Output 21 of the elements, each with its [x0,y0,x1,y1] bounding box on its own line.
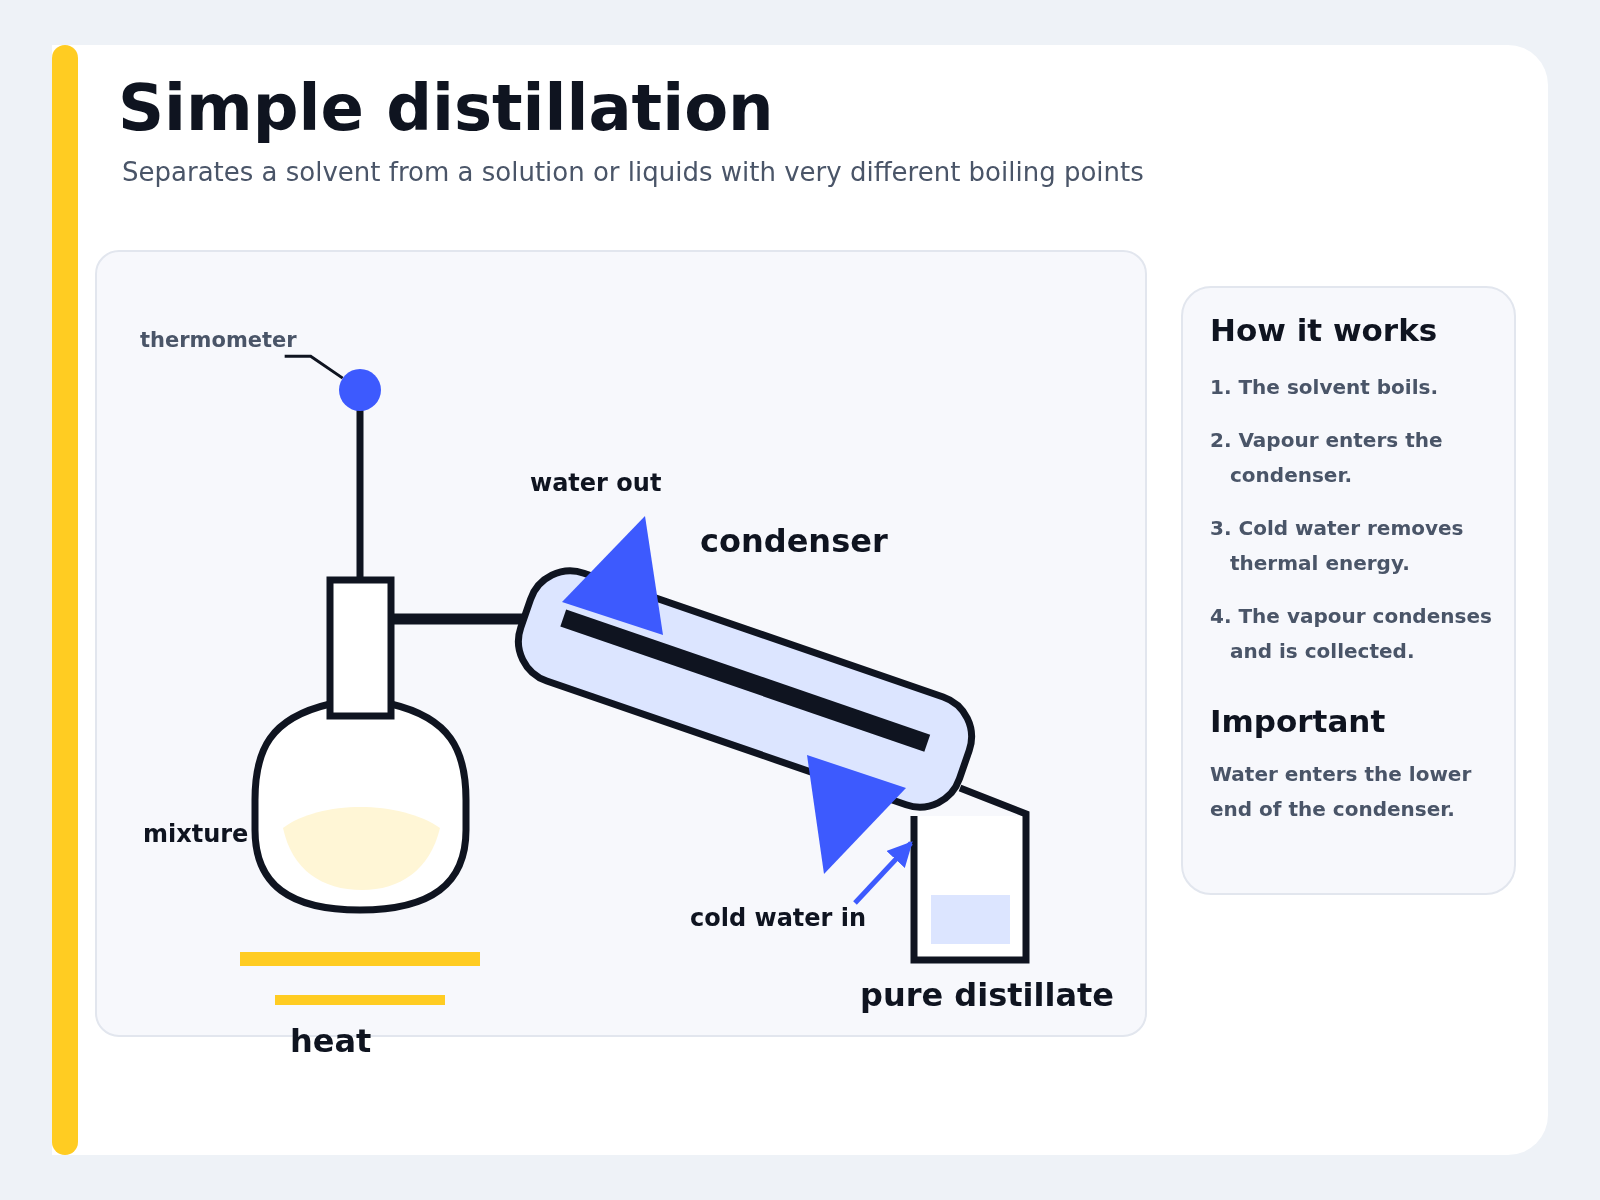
thermometer-label: thermometer [140,328,297,353]
title: Simple distillation [118,72,774,146]
part-label: pure distillate [860,977,1115,1014]
subtitle: Separates a solvent from a solution or liquids with very different boiling points [122,158,1144,188]
part-label: mixture [143,821,249,849]
note-text: Water enters the lower end of the condenser. [1210,761,1473,823]
list-item: 4. The vapour condenses and is collected. [1210,603,1493,665]
heading: How it works [1210,312,1439,348]
list-item: 3. Cold water removes thermal energy. [1210,515,1465,577]
heading: Important [1210,703,1387,739]
thermometer-drawing [339,369,381,580]
info-panel [1181,286,1516,895]
part-label: water out [530,470,662,498]
receiver-drawing [910,784,1030,964]
arrow [853,841,913,905]
list-item: 2. Vapour enters the condenser. [1210,427,1444,489]
edge-label: cold water in [690,905,867,933]
leader-line [284,354,344,380]
list-item: 1. The solvent boils. [1210,374,1440,401]
part-label: heat [290,1023,372,1060]
part-label: condenser [700,523,888,560]
